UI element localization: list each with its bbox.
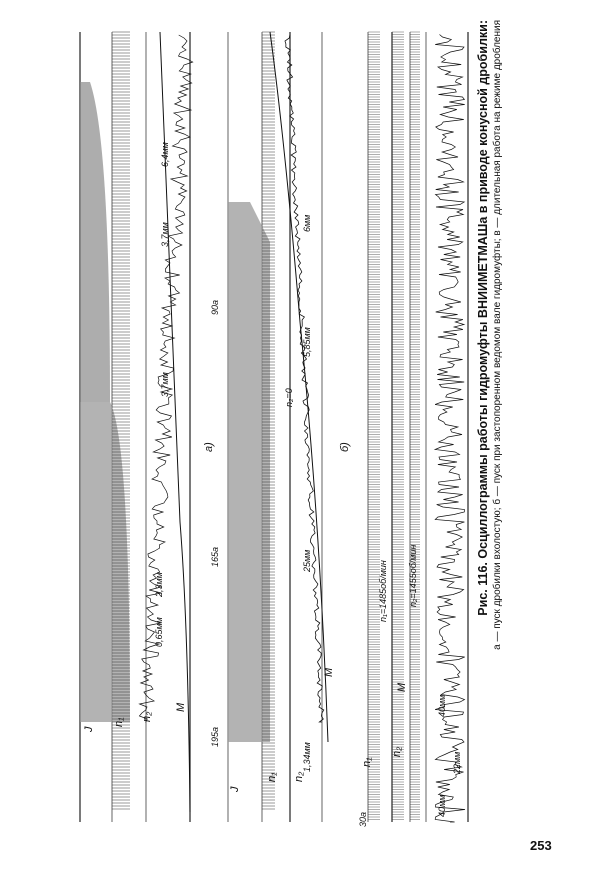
panel-b-trace-M: M [323,667,335,677]
panel-a-current-envelope [80,82,110,402]
panel-b-mark-165a: 165a [210,547,220,567]
panel-b-torque-trace [269,31,329,743]
panel-b-trace-J: J [229,786,241,793]
panel-b-trace-n2: n₂ [293,771,305,782]
panel-v-measure-0: 40мм [437,695,447,717]
panel-v-speed-n2: n₂=1455об/мин [408,545,418,607]
panel-v-measure-1: 22мм [452,752,462,775]
panel-b-trace-n1: n₁ [266,772,278,782]
panel-b-measure-0: 1,34мм [302,742,312,772]
panel-v-measure-2: 40мм [437,795,447,817]
panel-a-n2-trace [138,34,194,723]
panel-a-measure-0: 0,65мм [154,617,164,647]
figure-caption: Рис. 116. Осциллограммы работы гидромуфт… [475,20,565,820]
panel-b-n2-trace [284,34,325,723]
panel-a-measure-1: 2,3мм [154,572,164,598]
oscillogram-figure: а) J n₁ n₂ M 195a 160a 50a 80a 0,65мм 2,… [70,22,470,832]
panel-b-measure-1: 25мм [302,550,312,573]
panel-b-label: б) [339,442,351,452]
caption-legend: а — пуск дробилки вхолостую; б — пуск пр… [492,20,503,650]
panel-a-measure-3: 3,7мм [160,222,170,247]
page-number: 253 [530,838,552,853]
panel-a-torque-trace [159,31,191,813]
panel-v-speed-n1: n₁=1485об/мин [378,560,388,622]
panel-v-mark-30a: 30a [358,812,368,827]
panel-v-trace-M: M [396,682,408,692]
panel-b-measure-2: 5,85мм [302,327,312,357]
panel-v-trace-n1: n₁ [361,757,373,767]
panel-a-label: а) [203,442,215,452]
panel-a-trace-n2: n₂ [141,711,153,722]
oscillogram-svg: а) J n₁ n₂ M 195a 160a 50a 80a 0,65мм 2,… [79,31,469,827]
panel-a-trace-J: J [83,726,95,733]
panel-a-trace-n1: n₁ [113,717,125,727]
panel-a-trace-M: M [175,702,187,712]
panel-b-measure-3: 6мм [302,215,312,232]
panel-v-trace-n2: n₂ [391,746,403,757]
panel-a-measure-2: 3,7мм [160,372,170,397]
oscillogram-traces [79,31,469,823]
panel-b-speed-note: n₂=0 [284,388,294,407]
panel-b-current-envelope [228,202,270,742]
panel-a-measure-4: 6,4мм [160,142,170,167]
panel-b-mark-90a: 90a [210,300,220,315]
caption-title: Рис. 116. Осциллограммы работы гидромуфт… [476,20,490,616]
panel-v-torque-trace [433,34,466,823]
panel-b-mark-195a: 195a [210,727,220,747]
